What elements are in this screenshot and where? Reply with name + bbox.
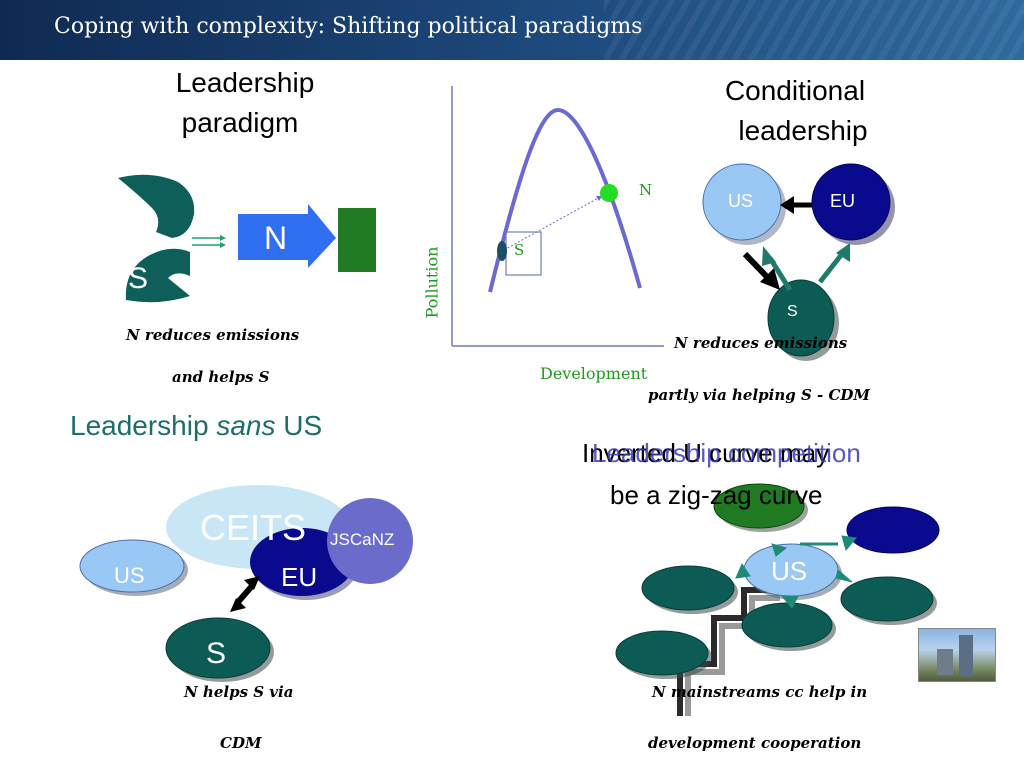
teal-arrows-p5 [735,535,857,609]
navy-ellipse-p5 [846,506,940,554]
green-ellipse-p5 [713,483,805,529]
slide-header: Coping with complexity: Shifting politic… [0,0,1024,60]
panel3-caption-line2: partly via helping S - CDM [648,386,871,404]
panel1-title-line1: Leadership [175,67,315,98]
us-label-p5: US [771,556,808,586]
panel4-title-italic: sans [216,410,276,441]
n-arrow-shape [238,204,336,268]
n-point [600,184,618,202]
panel1-title-line2: paradigm [181,107,299,138]
s-label-p1: S [128,262,149,295]
teal-ellipse-right-p5 [840,576,934,622]
eu-label-p3: EU [830,191,856,211]
inverted-u-curve [488,107,642,293]
arrow-eu-to-us [780,196,812,214]
arrow-s-to-eu [818,243,850,284]
arrow-us-to-s [742,251,780,290]
panel3-title-line2: leadership [738,115,868,146]
s-label-p4: S [206,637,227,670]
eu-label-p4: EU [281,562,318,592]
us-ellipse-p4 [79,539,185,593]
panel5-title: Leadership competition [592,438,861,468]
dotted-arrow [503,195,603,251]
y-axis-label: Pollution [422,246,442,319]
panel4-title: Leadership sans US [70,410,322,442]
s-circle-p3 [767,279,835,357]
us-circle-p3 [702,163,782,241]
panel5-caption-line2: development cooperation [648,734,862,752]
teal-ellipse-left-p5 [641,565,735,611]
green-block [338,208,376,272]
n-label-p1: N [264,220,288,256]
panel4-caption-line1: N helps S via [184,683,294,701]
panel3-title-line1: Conditional [724,75,866,106]
panel3-caption-line1: N reduces emissions [674,334,848,352]
s-label-p2: S [514,241,525,259]
s-label-p3: S [787,303,798,320]
n-label-p2: N [639,181,653,199]
panel5-overlay-line2: be a zig-zag curve [610,480,823,510]
double-arrow-s-eu [230,576,260,612]
teal-ellipse-bottom-p5 [741,602,833,648]
jscanz-label: JSCaNZ [330,530,395,549]
us-label-p3: US [728,191,754,211]
slide-title: Coping with complexity: Shifting politic… [54,14,643,39]
arrow-s-to-us [762,246,793,292]
s-ellipse-p4 [165,617,271,679]
pacman-top-shape [118,174,195,238]
s-point [497,241,507,261]
panel1-caption-line1: N reduces emissions [126,326,300,344]
ceits-label: CEITS [200,507,307,548]
eu-circle-p3 [811,163,891,241]
panel4-title-suffix: US [275,410,323,441]
panel4-title-prefix: Leadership [70,410,217,441]
panel1-caption-line2: and helps S [172,368,270,386]
us-label-p4: US [114,563,145,588]
panel5-caption-line1: N mainstreams cc help in [652,683,868,701]
building-photo [918,628,996,682]
small-flow-arrows [192,235,226,248]
teal-ellipse-lowleft-p5 [615,630,709,676]
jscanz-circle [327,498,413,584]
header-decoration [604,0,1024,60]
panel5-overlay-line1: Inverted U curve may [582,438,830,468]
panel4-caption-line2: CDM [220,734,262,752]
x-axis-label: Development [540,364,648,383]
pacman-bottom-shape [125,248,190,303]
